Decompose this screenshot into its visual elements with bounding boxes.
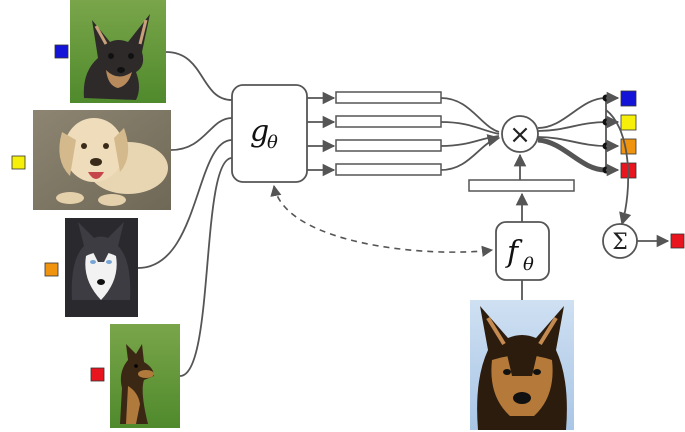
output-class-square-2	[620, 114, 637, 131]
input-edges	[137, 51, 233, 377]
multiply-output-edge-strong	[537, 137, 607, 173]
support-class-square-2	[11, 155, 26, 170]
support-embedding-2	[335, 115, 442, 128]
prediction-class-square	[670, 233, 685, 249]
support-embedding-3	[335, 139, 442, 152]
support-image-1	[70, 0, 166, 103]
g-theta-node	[231, 84, 308, 183]
collector-to-sum	[605, 109, 632, 226]
embedding-to-multiply-edges	[440, 97, 501, 171]
german-shepherd-photo	[120, 344, 154, 424]
output-class-square-1	[620, 90, 637, 107]
support-image-3	[65, 218, 138, 317]
multiply-node	[501, 115, 539, 153]
sum-symbol: Σ	[612, 230, 628, 255]
support-image-2	[33, 110, 171, 210]
support-image-4	[110, 324, 180, 428]
husky-photo	[71, 222, 131, 300]
g-output-arrows	[307, 91, 336, 177]
multiply-output-edges	[537, 97, 607, 147]
support-embedding-4	[335, 163, 442, 176]
g-theta-label: g	[250, 114, 269, 149]
query-image	[470, 300, 574, 430]
labrador-photo	[56, 118, 168, 206]
support-class-square-3	[44, 262, 59, 277]
query-embedding	[468, 179, 575, 192]
chihuahua-photo	[83, 14, 150, 100]
shared-weights-dashed-arrow	[270, 184, 494, 257]
output-arrows	[606, 91, 620, 177]
support-class-square-4	[90, 367, 105, 382]
support-embeddings	[335, 91, 442, 176]
f-theta-subscript: θ	[523, 254, 534, 275]
support-embedding-1	[335, 91, 442, 104]
g-theta-subscript: θ	[267, 132, 278, 153]
multiply-symbol: ×	[509, 120, 531, 150]
german-shepherd-closeup-photo	[477, 306, 567, 430]
support-class-square-1	[54, 44, 69, 59]
